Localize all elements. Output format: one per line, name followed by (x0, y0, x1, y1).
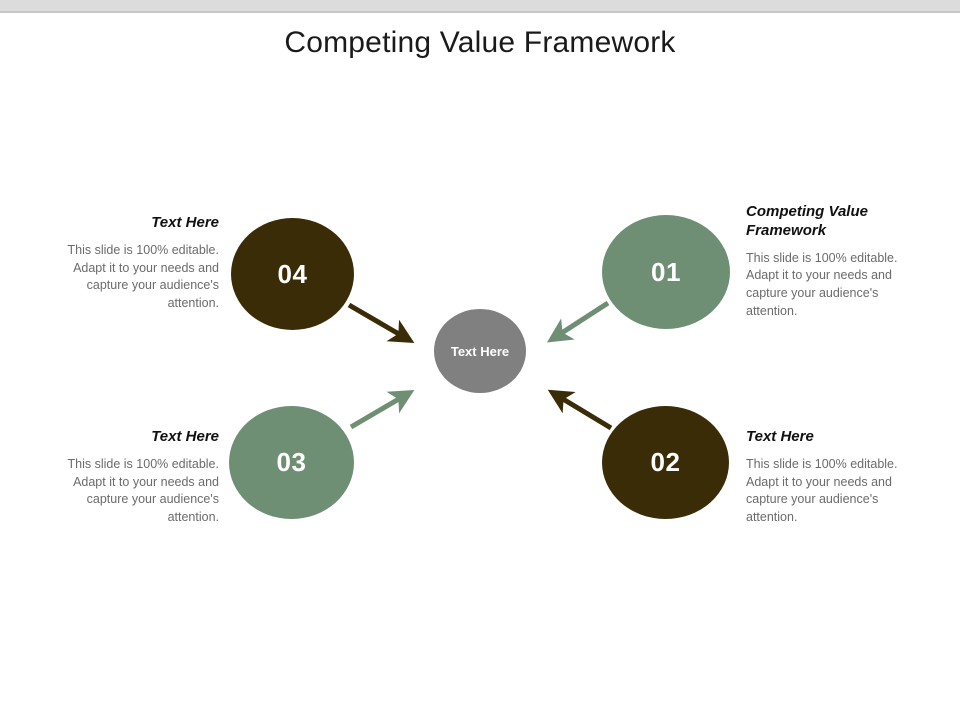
node-number-04: 04 (277, 258, 308, 289)
text-block-bottom-right-heading: Text Here (746, 428, 814, 445)
connector-04-to-center (347, 302, 415, 344)
text-block-bottom-right-body: This slide is 100% editable. Adapt it to… (746, 456, 898, 524)
text-block-bottom-left: Text Here This slide is 100% editable. A… (62, 428, 219, 527)
node-circle-01[interactable]: 01 (602, 215, 730, 329)
node-circle-02[interactable]: 02 (602, 406, 729, 519)
text-block-top-right-body: This slide is 100% editable. Adapt it to… (746, 250, 898, 318)
node-circle-03[interactable]: 03 (229, 406, 354, 519)
center-circle[interactable]: Text Here (434, 309, 526, 393)
connector-01-to-center (546, 300, 610, 343)
node-number-02: 02 (650, 447, 681, 477)
node-number-01: 01 (651, 256, 681, 287)
slide-top-band (0, 0, 960, 11)
text-block-bottom-left-body: This slide is 100% editable. Adapt it to… (67, 456, 219, 524)
node-circle-04[interactable]: 04 (231, 218, 354, 330)
text-block-top-right: Competing Value Framework This slide is … (746, 203, 918, 321)
text-block-top-left: Text Here This slide is 100% editable. A… (62, 214, 219, 313)
page-title: Competing Value Framework (284, 26, 676, 59)
text-block-top-left-body: This slide is 100% editable. Adapt it to… (67, 242, 219, 310)
connector-02-to-center (547, 389, 613, 431)
node-number-03: 03 (276, 447, 307, 477)
center-label: Text Here (450, 343, 510, 359)
slide-top-divider (0, 11, 960, 13)
text-block-top-right-heading: Competing Value Framework (746, 203, 868, 239)
text-block-top-left-heading: Text Here (151, 214, 219, 231)
text-block-bottom-right: Text Here This slide is 100% editable. A… (746, 428, 918, 527)
connector-03-to-center (349, 389, 415, 430)
text-block-bottom-left-heading: Text Here (151, 428, 219, 445)
